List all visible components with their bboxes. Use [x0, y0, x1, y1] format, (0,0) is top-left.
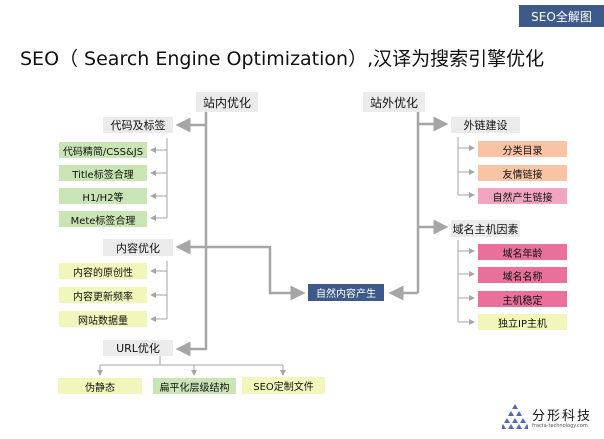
- links-item: 自然产生链接: [478, 188, 567, 204]
- logo-triangles-icon: [502, 404, 528, 429]
- code-tags-node: 代码及标签: [103, 117, 173, 133]
- code-item: H1/H2等: [59, 188, 147, 204]
- content-node: 内容优化: [103, 239, 173, 256]
- domain-node: 域名主机因素: [451, 220, 520, 237]
- links-item: 友情链接: [478, 165, 567, 181]
- url-node: URL优化: [103, 340, 173, 356]
- code-item: Mete标签合理: [59, 211, 147, 227]
- logo: 分形科技 fracta-technology.com: [502, 403, 602, 433]
- code-item: 代码精简/CSS&JS: [59, 142, 147, 158]
- url-item: SEO定制文件: [242, 377, 325, 394]
- links-item: 分类目录: [478, 141, 567, 157]
- logo-url: fracta-technology.com: [532, 423, 588, 429]
- domain-item: 主机稳定: [478, 291, 567, 307]
- links-node: 外链建设: [451, 117, 520, 133]
- content-item: 内容的原创性: [59, 263, 147, 279]
- badge: SEO全解图: [519, 5, 604, 27]
- domain-item: 域名年龄: [478, 244, 567, 260]
- center-node: 自然内容产生: [308, 284, 384, 301]
- onsite-node: 站内优化: [196, 92, 258, 112]
- url-item: 扁平化层级结构: [153, 378, 236, 394]
- logo-name: 分形科技: [532, 409, 593, 424]
- domain-item: 独立IP主机: [478, 314, 567, 330]
- content-item: 网站数据量: [59, 311, 147, 327]
- content-item: 内容更新频率: [59, 287, 147, 303]
- offsite-node: 站外优化: [363, 92, 425, 112]
- domain-item: 域名名称: [478, 267, 567, 283]
- page-title: SEO（ Search Engine Optimization）,汉译为搜索引擎…: [20, 48, 545, 70]
- url-item: 伪静态: [58, 378, 142, 394]
- code-item: Title标签合理: [59, 165, 147, 181]
